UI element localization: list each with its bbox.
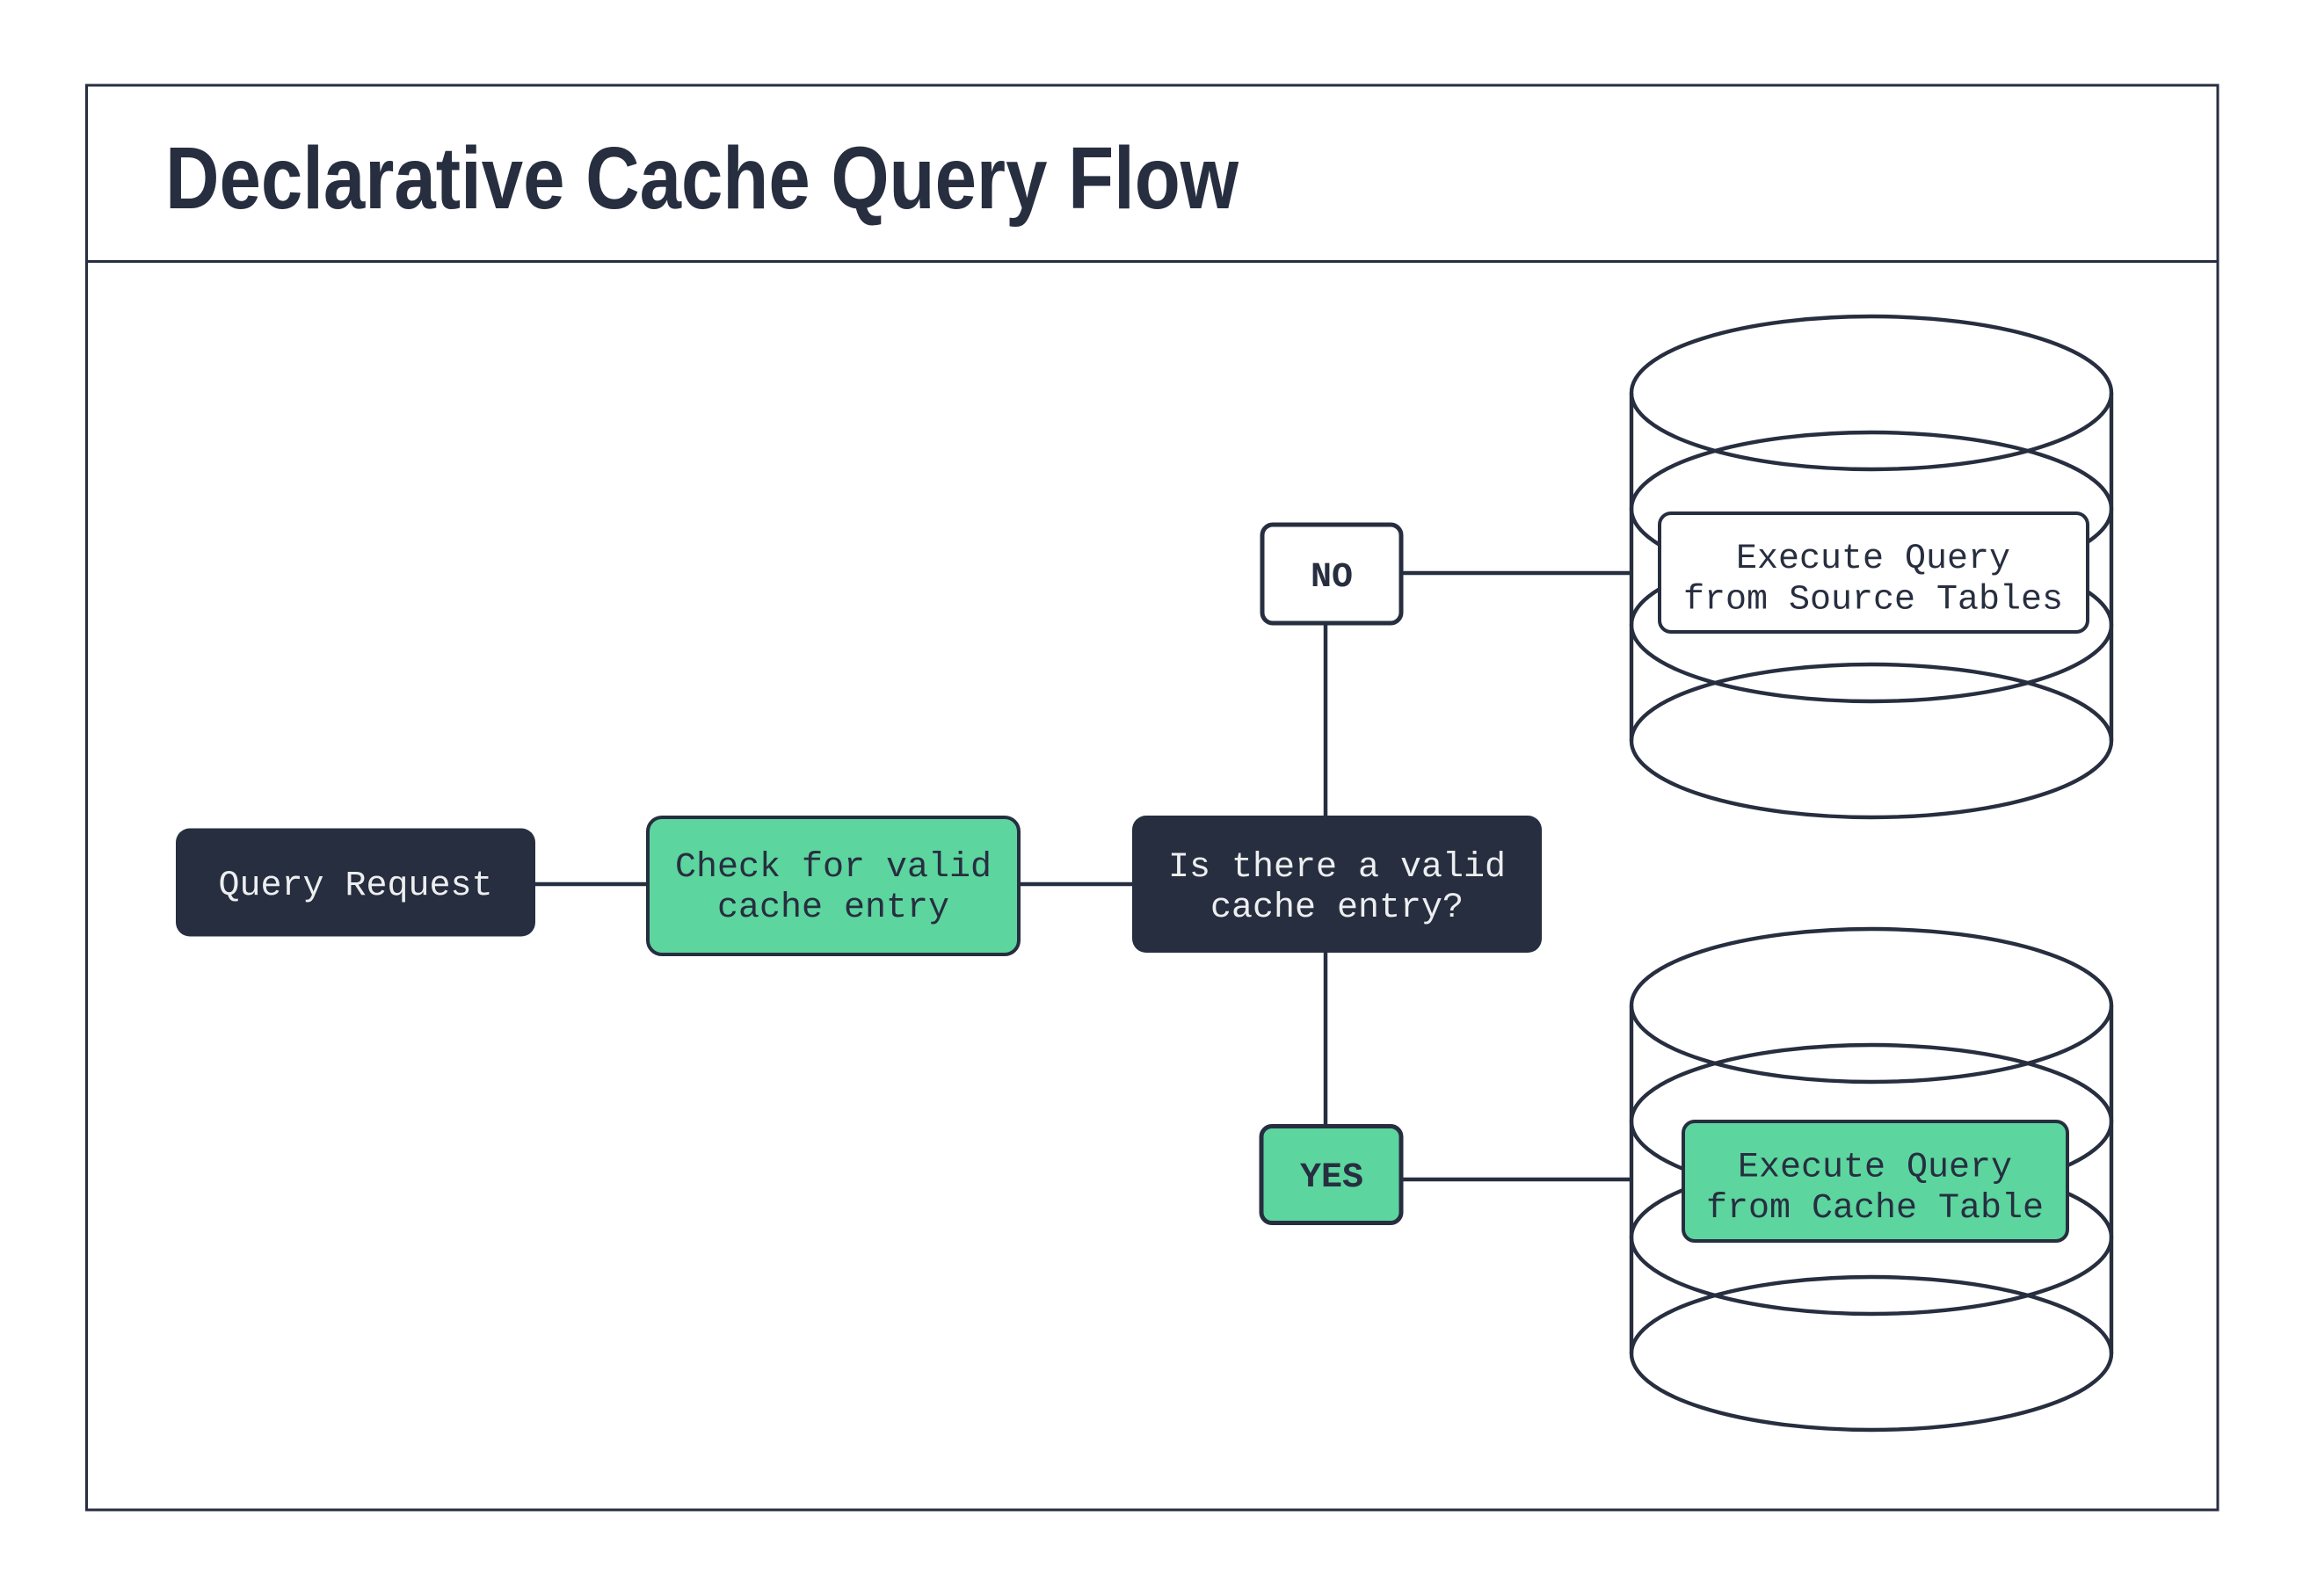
svg-text:cache entry?: cache entry?	[1210, 889, 1464, 928]
svg-text:NO: NO	[1311, 558, 1353, 598]
svg-text:Execute Query: Execute Query	[1736, 540, 2010, 579]
svg-text:Execute Query: Execute Query	[1738, 1149, 2012, 1188]
svg-text:Declarative Cache Query Flow: Declarative Cache Query Flow	[165, 129, 1239, 228]
svg-text:cache entry: cache entry	[717, 889, 949, 928]
svg-text:Query Request: Query Request	[218, 867, 492, 906]
svg-text:from Source Tables: from Source Tables	[1683, 581, 2063, 620]
svg-text:Check for valid: Check for valid	[675, 848, 992, 888]
svg-text:YES: YES	[1300, 1158, 1363, 1198]
svg-text:Is there a valid: Is there a valid	[1168, 848, 1506, 888]
svg-text:from Cache Table: from Cache Table	[1706, 1189, 2044, 1229]
